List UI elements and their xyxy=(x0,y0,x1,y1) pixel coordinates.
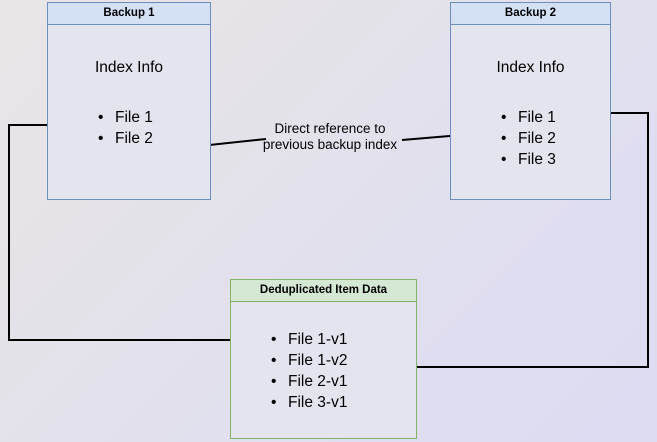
node-backup-1-body: Index Info File 1 File 2 xyxy=(48,25,210,199)
node-dedup-body: File 1-v1 File 1-v2 File 2-v1 File 3-v1 xyxy=(231,302,416,438)
list-item: File 1 xyxy=(501,107,556,128)
node-backup-1-file-list: File 1 File 2 xyxy=(98,107,153,149)
node-backup-2-header: Backup 2 xyxy=(451,3,610,25)
list-item: File 2 xyxy=(98,128,153,149)
node-backup-2[interactable]: Backup 2 Index Info File 1 File 2 File 3 xyxy=(450,2,611,200)
node-backup-2-body: Index Info File 1 File 2 File 3 xyxy=(451,25,610,199)
list-item: File 2-v1 xyxy=(271,371,347,392)
node-deduplicated-item-data[interactable]: Deduplicated Item Data File 1-v1 File 1-… xyxy=(230,279,417,439)
node-dedup-header: Deduplicated Item Data xyxy=(231,280,416,302)
edge-label-line-1: Direct reference to xyxy=(274,121,386,136)
list-item: File 3-v1 xyxy=(271,392,347,413)
edge-label-direct-reference: Direct reference to previous backup inde… xyxy=(250,121,410,153)
node-backup-2-file-list: File 1 File 2 File 3 xyxy=(501,107,556,170)
node-dedup-file-list: File 1-v1 File 1-v2 File 2-v1 File 3-v1 xyxy=(271,329,347,413)
node-backup-1-header: Backup 1 xyxy=(48,3,210,25)
node-backup-1-subtitle: Index Info xyxy=(94,59,164,76)
node-backup-2-subtitle: Index Info xyxy=(496,59,565,76)
node-backup-1[interactable]: Backup 1 Index Info File 1 File 2 xyxy=(47,2,211,200)
list-item: File 3 xyxy=(501,149,556,170)
list-item: File 1 xyxy=(98,107,153,128)
list-item: File 1-v1 xyxy=(271,329,347,350)
list-item: File 2 xyxy=(501,128,556,149)
list-item: File 1-v2 xyxy=(271,350,347,371)
edge-label-line-2: previous backup index xyxy=(262,137,398,152)
